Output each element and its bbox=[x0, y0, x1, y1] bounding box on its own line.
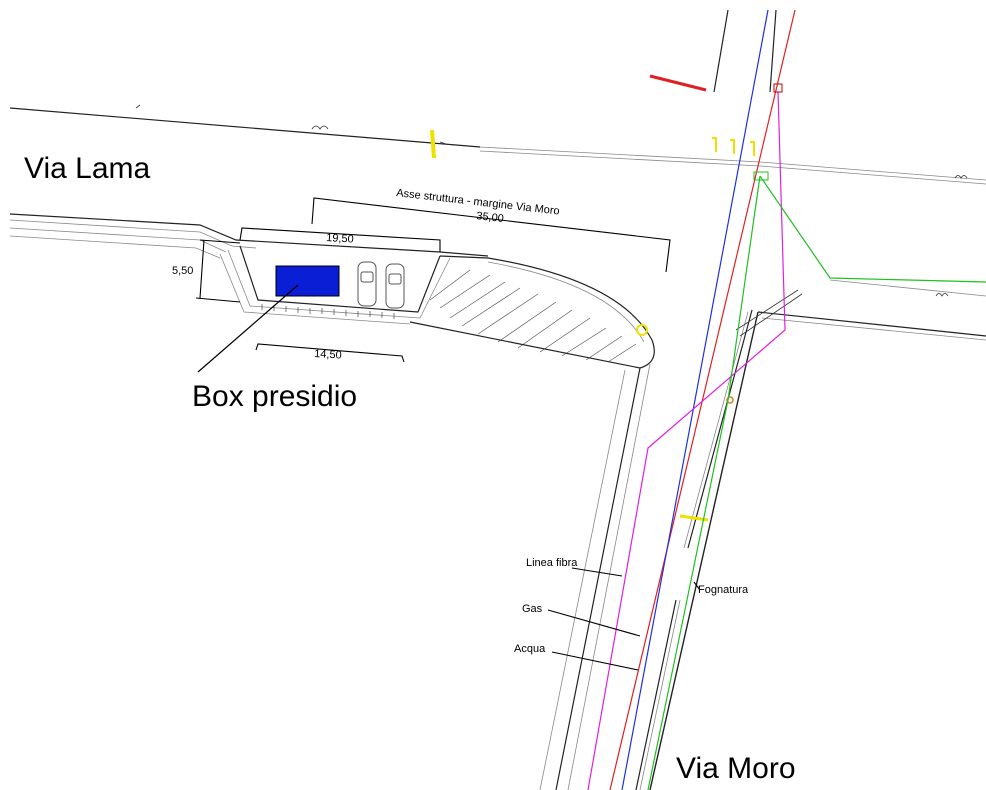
parking-structure bbox=[9, 213, 655, 790]
gas-line bbox=[609, 9, 796, 790]
parked-cars bbox=[357, 261, 405, 309]
box-presidio-leader bbox=[197, 284, 299, 373]
utility-networks bbox=[587, 9, 986, 790]
via-moro-label: Via Moro bbox=[676, 752, 796, 785]
acqua-label: Acqua bbox=[514, 643, 546, 655]
acqua-line bbox=[621, 9, 769, 790]
fognatura-line bbox=[759, 175, 986, 283]
via-lama-road bbox=[9, 104, 986, 185]
network-leaders bbox=[547, 567, 701, 671]
box-presidio-shape bbox=[275, 265, 340, 297]
fibra-label: Linea fibra bbox=[526, 557, 578, 569]
fognatura-label: Fognatura bbox=[698, 584, 749, 596]
dim-side-label: 5,50 bbox=[172, 265, 193, 277]
fibra-line bbox=[587, 91, 786, 790]
gas-label: Gas bbox=[522, 603, 543, 615]
dimension-lines bbox=[195, 197, 671, 363]
dim-total-label: 35,00 bbox=[476, 210, 505, 225]
dim-bottom-label: 14,50 bbox=[314, 348, 342, 362]
box-presidio-label: Box presidio bbox=[192, 380, 357, 413]
via-lama-label: Via Lama bbox=[24, 152, 151, 185]
via-moro-road bbox=[635, 9, 986, 790]
dim-top-label: 19,50 bbox=[326, 232, 354, 246]
